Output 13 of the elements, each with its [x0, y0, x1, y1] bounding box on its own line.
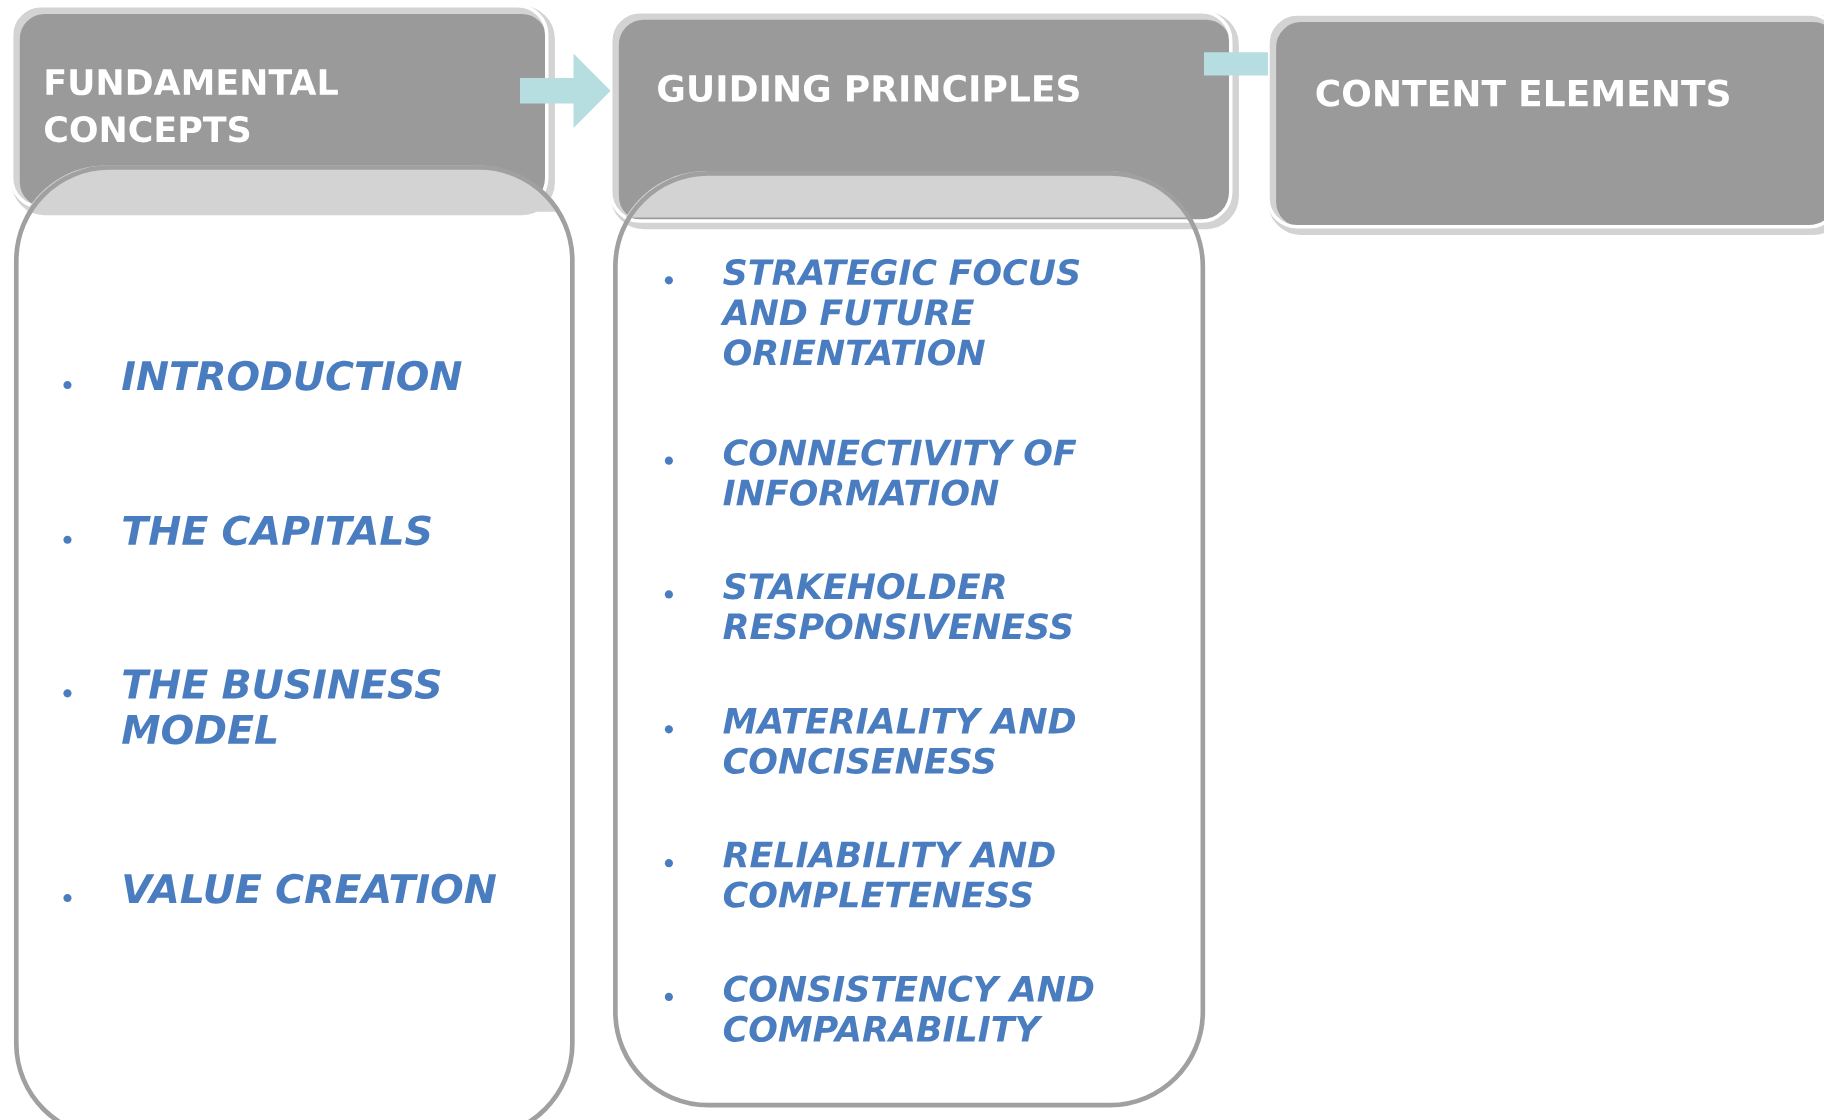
list-item: MATERIALITY AND CONCISENESS	[723, 707, 1076, 774]
list-item: STRATEGIC FOCUS AND FUTURE ORIENTATION	[720, 258, 1080, 366]
header-box: CONTENT ELEMENTS	[1266, 12, 1824, 235]
list-item: CONSISTENCY AND COMPARABILITY	[723, 975, 1094, 1042]
list-panel	[613, 170, 1206, 1108]
list-item: THE BUSINESS MODEL	[122, 668, 441, 745]
list-item: THE CAPITALS	[123, 515, 431, 546]
list-item: CONNECTIVITY OF INFORMATION	[723, 439, 1077, 506]
list-item: VALUE CREATION	[124, 873, 497, 904]
list-panel	[13, 165, 575, 1120]
list-item: INTRODUCTION	[122, 360, 462, 391]
list-item: RELIABILITY AND COMPLETENESS	[723, 841, 1055, 908]
list-item: STAKEHOLDER RESPONSIVENESS	[723, 572, 1073, 640]
